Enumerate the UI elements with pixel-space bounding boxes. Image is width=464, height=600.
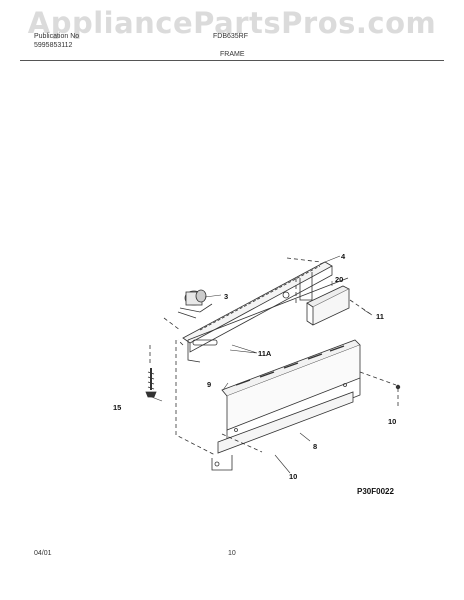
fastener-dot — [395, 384, 401, 390]
front-panel — [211, 339, 361, 471]
callout-label: 8 — [313, 442, 317, 451]
footer-date: 04/01 — [34, 550, 52, 557]
callout-label: 20 — [335, 275, 343, 284]
callout-label: 9 — [207, 380, 211, 389]
frame-plate — [187, 277, 349, 363]
callout-label: 3 — [224, 292, 228, 301]
callout-label: 10 — [289, 472, 297, 481]
diagram-code: P30F0022 — [357, 487, 394, 496]
upper-bracket-rail — [182, 261, 333, 353]
callout-label: 15 — [113, 403, 121, 412]
section-title: FRAME — [220, 51, 245, 58]
callout-label: 11 — [376, 312, 384, 321]
callout-label: 11A — [258, 349, 272, 358]
callout-label: 4 — [341, 252, 346, 261]
publication-number-label: Publication No — [34, 33, 80, 40]
callout-label: 10 — [388, 417, 396, 426]
footer-page-number: 10 — [228, 550, 236, 557]
watermark: AppliancePartsPros.com — [27, 6, 437, 40]
model-number: FDB635RF — [213, 33, 249, 40]
side-bracket — [306, 285, 350, 326]
publication-number: 5995853112 — [34, 42, 73, 49]
callout-leaders — [148, 255, 373, 474]
valve-component — [177, 289, 213, 319]
header-rule — [20, 60, 444, 61]
screw — [145, 368, 157, 398]
